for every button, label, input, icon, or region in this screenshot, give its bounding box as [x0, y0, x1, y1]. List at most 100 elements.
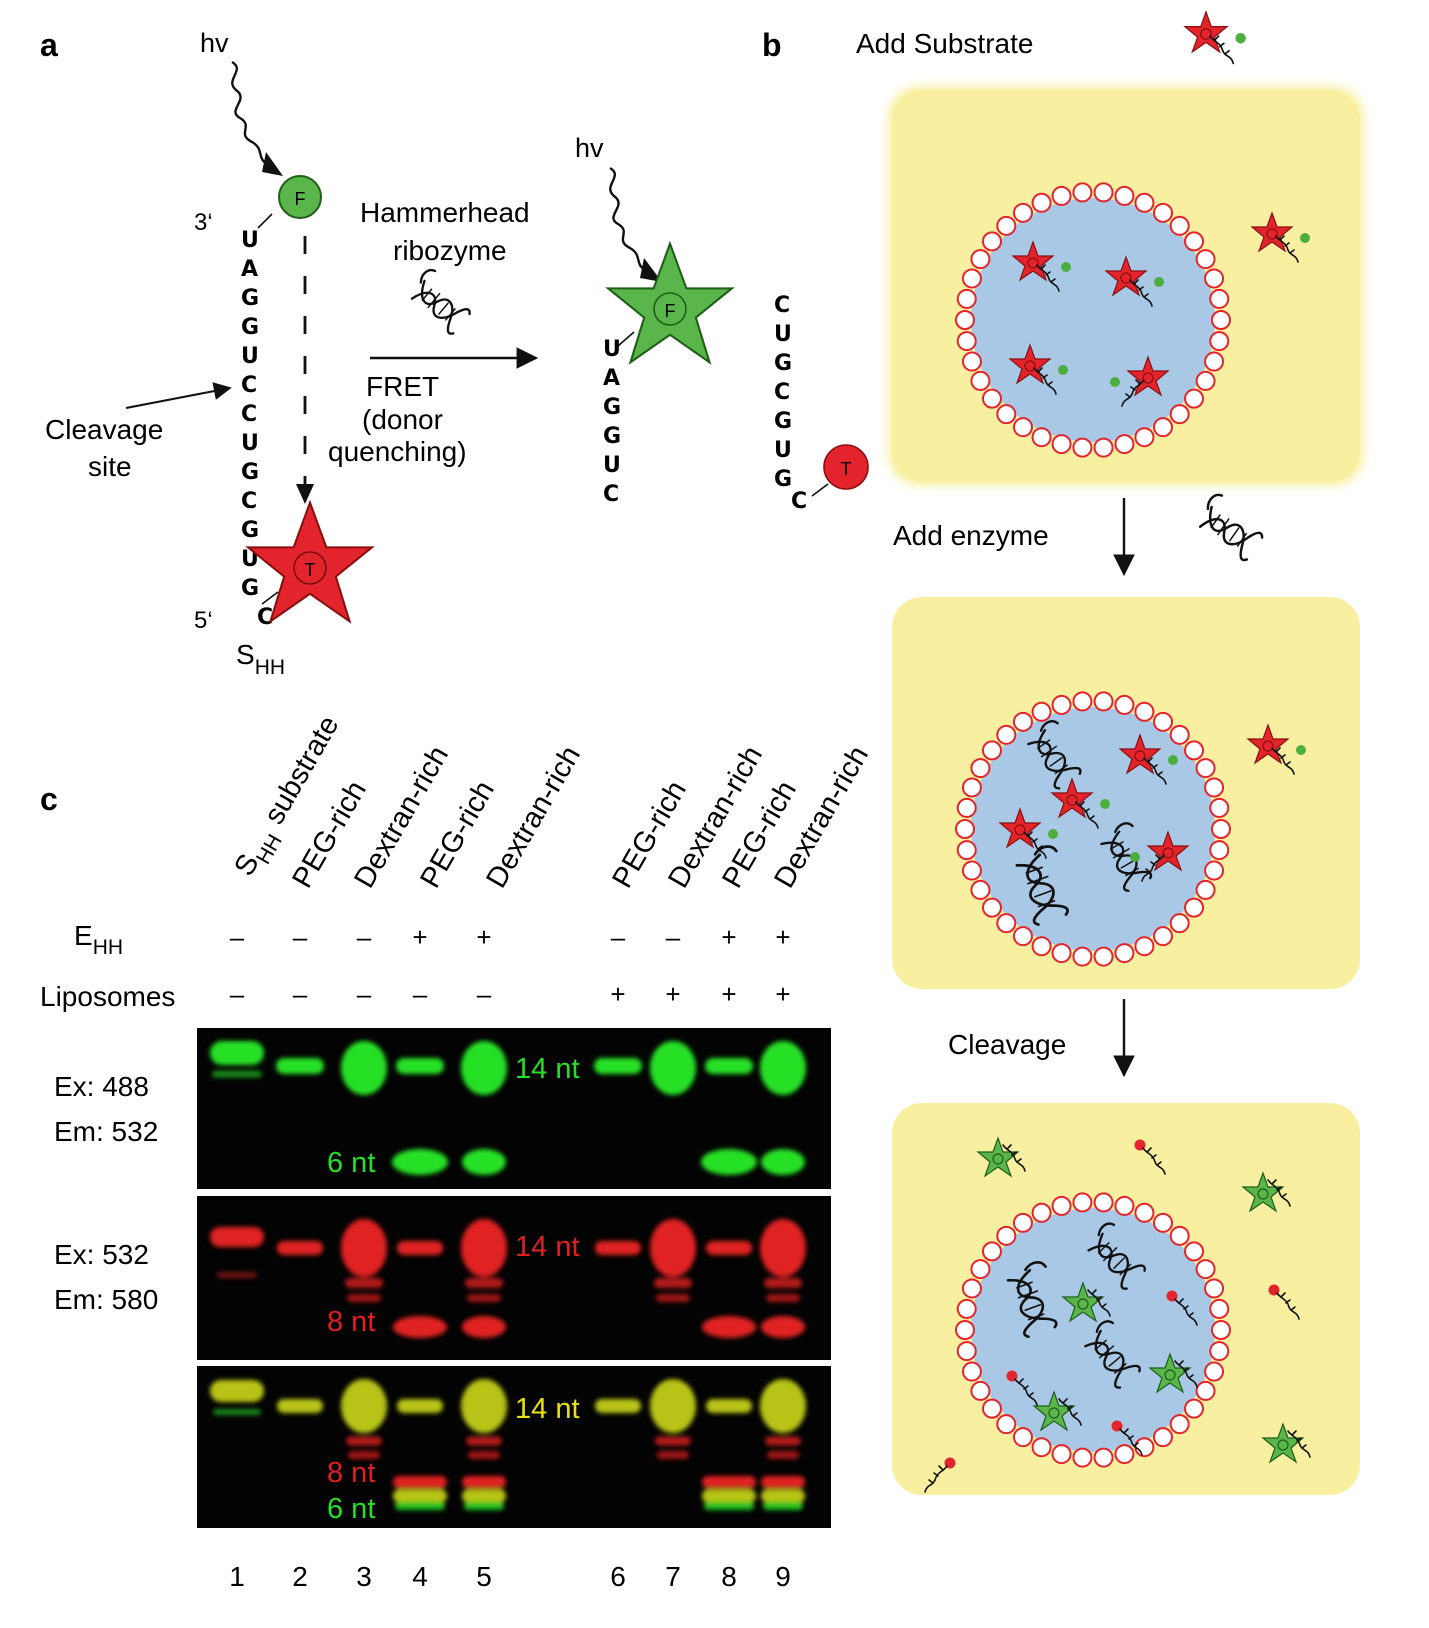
- gel3-14nt-label: 14 nt: [515, 1393, 580, 1425]
- svg-text:U: U: [603, 453, 621, 478]
- lipid-headgroup: [996, 404, 1017, 425]
- band-substrate-red-faint: [217, 1272, 257, 1278]
- band-6nt-merged: [395, 1502, 445, 1510]
- donor-label: F: [295, 189, 306, 209]
- lipid-headgroup: [970, 1380, 991, 1401]
- gel1-emission-label: Em: 532: [54, 1116, 158, 1147]
- band-6nt-green: [701, 1149, 757, 1175]
- lipid-headgroup: [1134, 192, 1155, 213]
- gel1-6nt-label: 6 nt: [327, 1147, 375, 1179]
- band-14nt-red: [760, 1219, 806, 1277]
- gel1-excitation-label: Ex: 488: [54, 1071, 149, 1102]
- band-ladder-red: [764, 1278, 802, 1288]
- lipid-headgroup: [1169, 404, 1190, 425]
- lipid-headgroup: [1204, 1361, 1225, 1382]
- lane-number-9: 9: [775, 1561, 791, 1592]
- gel-bands: [210, 1041, 806, 1510]
- lane-number-4: 4: [412, 1561, 428, 1592]
- gel2-emission-label: Em: 580: [54, 1284, 158, 1315]
- svg-text:G: G: [241, 518, 259, 543]
- lane-number-6: 6: [610, 1561, 626, 1592]
- lane-number-8: 8: [721, 1561, 737, 1592]
- svg-text:U: U: [241, 344, 259, 369]
- three-prime-label: 3‘: [194, 209, 213, 236]
- lipid-headgroup: [1093, 691, 1114, 712]
- lipid-headgroup: [981, 897, 1002, 918]
- lane-number-7: 7: [665, 1561, 681, 1592]
- lipid-headgroup: [1153, 1212, 1174, 1233]
- lipid-headgroup: [996, 724, 1017, 745]
- liposome-sign-lane-4: –: [413, 979, 428, 1009]
- enzyme-sign-lane-5: +: [476, 922, 491, 952]
- band-14nt-red: [461, 1219, 507, 1277]
- lipid-headgroup: [1153, 1427, 1174, 1448]
- lipid-headgroup: [1153, 711, 1174, 732]
- lipid-headgroup: [1072, 946, 1093, 967]
- enzyme-icon: [1191, 490, 1270, 563]
- band-6nt-merged: [763, 1502, 803, 1510]
- lipid-headgroup: [1204, 860, 1225, 881]
- svg-text:U: U: [774, 438, 792, 463]
- lipid-headgroup: [1114, 1444, 1135, 1465]
- lipid-headgroup: [1114, 434, 1135, 455]
- lipid-headgroup: [1114, 694, 1135, 715]
- svg-text:C: C: [241, 402, 257, 427]
- gel3-6nt-label: 6 nt: [327, 1493, 375, 1525]
- svg-text:A: A: [241, 257, 258, 282]
- band-8nt-merged: [702, 1476, 756, 1488]
- lipid-headgroup: [1209, 840, 1230, 861]
- svg-text:G: G: [241, 315, 259, 340]
- ribozyme-label-line2: ribozyme: [393, 235, 507, 266]
- enzyme-sign-lane-7: –: [666, 922, 681, 952]
- lipid-headgroup: [1134, 936, 1155, 957]
- lipid-headgroup: [961, 1278, 982, 1299]
- lipid-headgroup: [1012, 417, 1033, 438]
- lipid-headgroup: [1184, 388, 1205, 409]
- band-14nt-green: [594, 1058, 642, 1074]
- enzyme-sign-lane-8: +: [721, 922, 736, 952]
- svg-text:G: G: [603, 424, 621, 449]
- five-prime-label: 5‘: [194, 607, 213, 634]
- liposome-2: [955, 691, 1231, 967]
- band-ladder-red: [654, 1278, 692, 1288]
- band-14nt-red: [650, 1219, 696, 1277]
- lipid-headgroup: [1209, 797, 1230, 818]
- panel-a-letter: a: [40, 27, 58, 63]
- band-14nt-green: [461, 1041, 507, 1095]
- lipid-headgroup: [996, 913, 1017, 934]
- lipid-headgroup: [1184, 1241, 1205, 1262]
- band-ladder-red: [347, 1294, 381, 1302]
- lipid-headgroup: [1031, 936, 1052, 957]
- photon-wave-right: [609, 166, 651, 274]
- add-enzyme-label: Add enzyme: [893, 520, 1049, 551]
- lipid-headgroup: [996, 1414, 1017, 1435]
- lane-number-2: 2: [292, 1561, 308, 1592]
- fret-label-line3: quenching): [328, 436, 467, 467]
- acceptor-product-circle: [823, 444, 869, 490]
- svg-text:C: C: [241, 489, 257, 514]
- lipid-headgroup: [981, 1241, 1002, 1262]
- band-6nt-merged: [704, 1502, 754, 1510]
- lipid-headgroup: [981, 1398, 1002, 1419]
- gel1-14nt-label: 14 nt: [515, 1053, 580, 1085]
- lipid-headgroup: [1114, 185, 1135, 206]
- band-ladder-merged: [466, 1436, 502, 1446]
- donor-product-sequence: U A G G U C: [603, 337, 621, 507]
- lipid-headgroup: [1051, 943, 1072, 964]
- lipid-headgroup: [961, 268, 982, 289]
- lipid-headgroup: [1204, 268, 1225, 289]
- svg-text:G: G: [241, 576, 259, 601]
- band-14nt-red: [397, 1241, 443, 1255]
- lipid-headgroup: [1051, 434, 1072, 455]
- lipid-headgroup: [1012, 1427, 1033, 1448]
- band-14nt-merged: [595, 1399, 641, 1413]
- lane-number-5: 5: [476, 1561, 492, 1592]
- photon-label-right: hv: [575, 133, 604, 163]
- lipid-headgroup: [1031, 1437, 1052, 1458]
- lipid-headgroup: [1072, 1447, 1093, 1468]
- band-overlap-merged: [702, 1489, 756, 1503]
- liposome-sign-lane-1: –: [230, 979, 245, 1009]
- donor-product-circle: [653, 292, 687, 326]
- lipid-headgroup: [981, 231, 1002, 252]
